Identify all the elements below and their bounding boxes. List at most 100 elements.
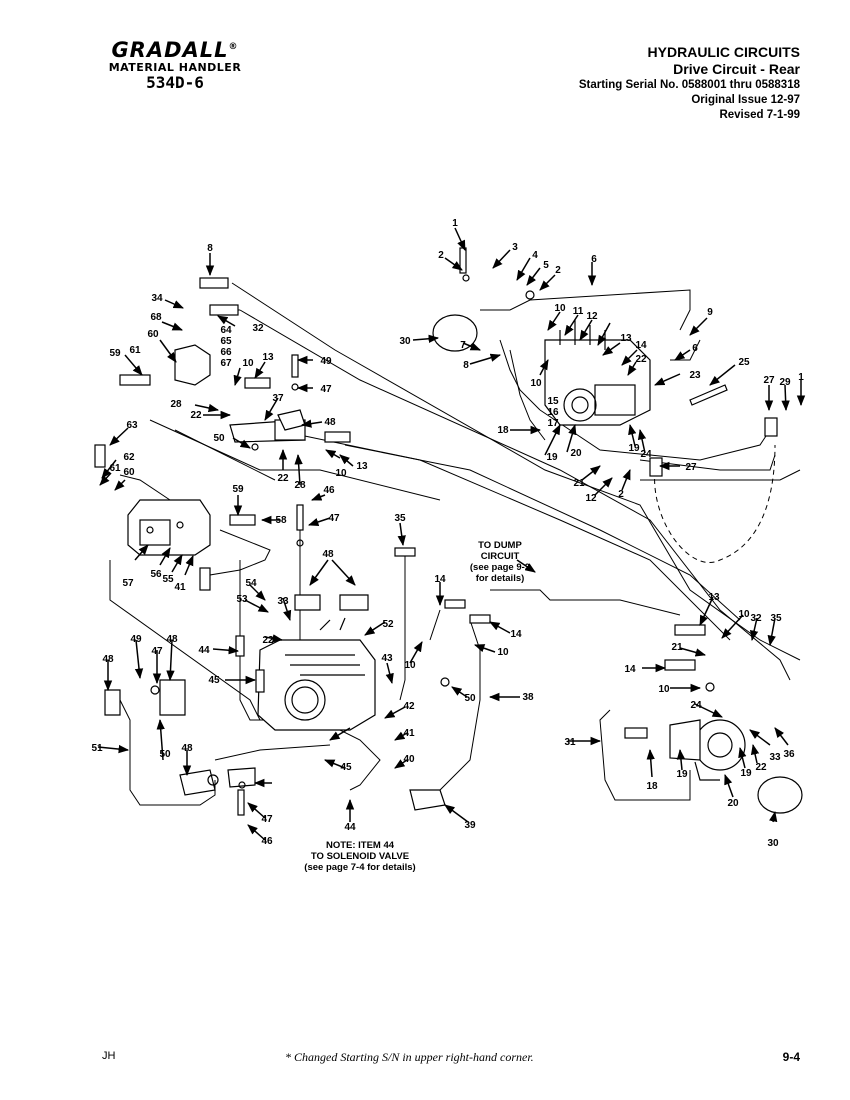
callout-19: 19 — [676, 769, 688, 780]
callout-21b: 21 — [573, 478, 585, 489]
item44-note-line1: NOTE: ITEM 44 — [325, 840, 395, 851]
components — [94, 247, 803, 816]
callout-48e: 48 — [181, 743, 193, 754]
control-valve-block — [127, 499, 211, 556]
callout-47c: 47 — [151, 646, 163, 657]
callout-labels: 1 2 3 4 5 2 6 8 34 68 60 59 61 64 65 66 … — [91, 218, 804, 849]
callout-49b: 49 — [130, 634, 142, 645]
clamp-48d — [227, 767, 256, 788]
callout-66: 66 — [220, 347, 232, 358]
serial-range: Starting Serial No. 0588001 thru 0588318 — [578, 79, 800, 91]
callout-2b: 2 — [555, 265, 561, 276]
callout-18b: 18 — [497, 425, 509, 436]
callout-62: 62 — [123, 452, 135, 463]
callout-15: 15 — [547, 396, 559, 407]
callout-2c: 2 — [618, 489, 624, 500]
callout-67: 67 — [220, 358, 232, 369]
callout-25: 25 — [738, 357, 750, 368]
callout-13c: 13 — [708, 592, 720, 603]
item44-note: NOTE: ITEM 44 TO SOLENOID VALVE (see pag… — [290, 840, 430, 873]
callout-47b: 47 — [328, 513, 340, 524]
callout-20b: 20 — [570, 448, 582, 459]
callout-22b: 22 — [277, 473, 289, 484]
dump-note-line4: for details) — [475, 573, 525, 584]
callout-19c: 19 — [546, 452, 558, 463]
clamp-48a — [104, 689, 121, 716]
callout-10c: 10 — [404, 660, 416, 671]
dump-note-line1: TO DUMP — [478, 540, 522, 551]
callout-40: 40 — [403, 754, 415, 765]
callout-10f: 10 — [658, 684, 670, 695]
original-issue: Original Issue 12-97 — [691, 94, 800, 106]
callout-34: 34 — [151, 293, 163, 304]
brand-block: GRADALL® MATERIAL HANDLER 534D-6 — [100, 36, 250, 92]
callout-45: 45 — [208, 675, 220, 686]
callout-61: 61 — [129, 345, 141, 356]
callout-57: 57 — [122, 578, 134, 589]
callout-14b: 14 — [510, 629, 522, 640]
callout-60: 60 — [147, 329, 159, 340]
callout-29: 29 — [779, 377, 791, 388]
callout-44b: 44 — [344, 822, 356, 833]
callout-27b: 27 — [685, 462, 697, 473]
rear-drive-motor-assembly — [544, 320, 651, 426]
gradall-logo: GRADALL® — [111, 38, 239, 62]
callout-1: 1 — [452, 218, 458, 229]
callout-20: 20 — [727, 798, 739, 809]
callout-10: 10 — [242, 358, 254, 369]
callout-19b: 19 — [740, 768, 752, 779]
callout-17: 17 — [547, 418, 559, 429]
callout-45b: 45 — [340, 762, 352, 773]
callout-46b: 46 — [261, 836, 273, 847]
callout-63: 63 — [126, 420, 138, 431]
callout-52: 52 — [382, 619, 394, 630]
callout-16: 16 — [547, 407, 559, 418]
callout-24: 24 — [690, 700, 702, 711]
callout-48b: 48 — [322, 549, 334, 560]
callout-30b: 30 — [399, 336, 411, 347]
callout-3: 3 — [512, 242, 518, 253]
callout-24b: 24 — [640, 449, 652, 460]
callout-22d: 22 — [755, 762, 767, 773]
dump-circuit-note: TO DUMP CIRCUIT (see page 9-2 for detail… — [445, 540, 555, 584]
callout-53: 53 — [236, 594, 248, 605]
callout-35: 35 — [394, 513, 406, 524]
callout-12b: 12 — [585, 493, 597, 504]
callout-35b: 35 — [770, 613, 782, 624]
callout-42: 42 — [403, 701, 415, 712]
footer-note: * Changed Starting S/N in upper right-ha… — [285, 1050, 534, 1064]
bracket-27b — [649, 457, 663, 477]
callout-10b: 10 — [335, 468, 347, 479]
dump-note-line2: CIRCUIT — [480, 551, 520, 562]
callout-14c: 14 — [624, 664, 636, 675]
callout-55: 55 — [162, 574, 174, 585]
callout-48: 48 — [324, 417, 336, 428]
page-header: HYDRAULIC CIRCUITS Drive Circuit - Rear … — [579, 44, 800, 123]
callout-28: 28 — [170, 399, 182, 410]
clamp-48b — [159, 679, 186, 716]
callout-18: 18 — [646, 781, 658, 792]
callout-28b: 28 — [294, 480, 306, 491]
callout-50b: 50 — [159, 749, 171, 760]
callout-10e: 10 — [738, 609, 750, 620]
callout-65: 65 — [220, 336, 232, 347]
callout-43: 43 — [381, 653, 393, 664]
callout-50: 50 — [213, 433, 225, 444]
callout-22e: 22 — [635, 354, 647, 365]
callout-21: 21 — [671, 642, 683, 653]
callout-22c: 22 — [262, 635, 274, 646]
callout-7: 7 — [460, 340, 466, 351]
seal-cover-30b — [757, 776, 803, 814]
callout-56: 56 — [150, 569, 162, 580]
valve-64-67 — [174, 344, 211, 386]
callout-30: 30 — [767, 838, 779, 849]
callout-49: 49 — [320, 356, 332, 367]
callout-41: 41 — [174, 582, 186, 593]
clamp-48c — [179, 769, 216, 796]
callout-54: 54 — [245, 578, 257, 589]
footer-initials: JH — [102, 1050, 116, 1062]
callout-68: 68 — [150, 312, 162, 323]
callout-6: 6 — [591, 254, 597, 265]
callout-14: 14 — [434, 574, 446, 585]
